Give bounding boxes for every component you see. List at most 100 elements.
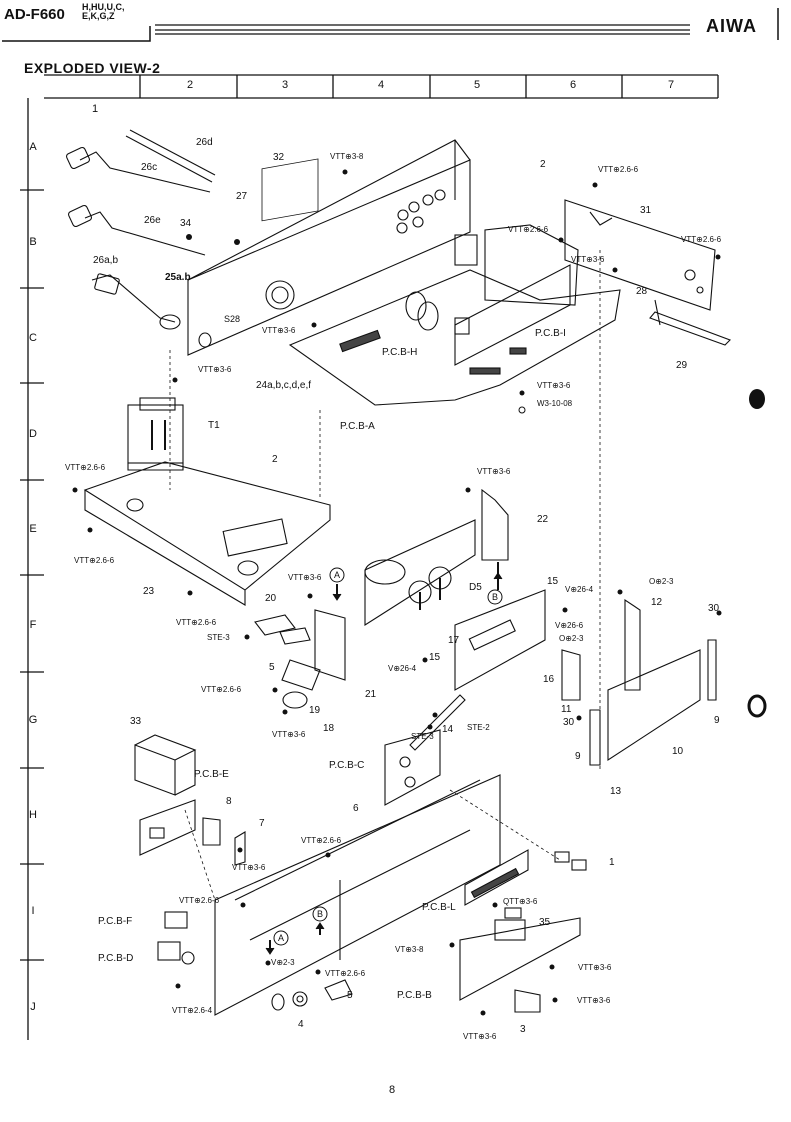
label-vtt36-c: VTT⊕3-6 <box>198 365 232 374</box>
label-5a: 5 <box>269 662 275 673</box>
label-26ab: 26a,b <box>93 255 118 266</box>
label-pcb-h: P.C.B-H <box>382 347 417 358</box>
cover-33 <box>134 734 197 796</box>
label-vtt26-6-g: VTT⊕2.6-6 <box>301 836 342 845</box>
pcb-e-board <box>139 799 196 856</box>
label-pcb-f: P.C.B-F <box>98 916 132 927</box>
label-vtt26-6-b: VTT⊕2.6-6 <box>681 235 722 244</box>
label-vtt26-6-top: VTT⊕2.6-6 <box>598 165 639 174</box>
brand-logo: AIWA <box>706 16 757 36</box>
label-23: 23 <box>143 586 155 597</box>
label-30a: 30 <box>708 603 720 614</box>
label-vtt26-6-a: VTT⊕2.6-6 <box>508 225 549 234</box>
label-31: 31 <box>640 205 652 216</box>
label-15a: 15 <box>547 576 559 587</box>
callout-a-upper: A <box>334 570 340 580</box>
grid-frame <box>20 74 719 1040</box>
label-32: 32 <box>273 152 285 163</box>
arm-29 <box>649 299 731 346</box>
label-5b: 5 <box>347 990 353 1001</box>
variants-line-2: E,K,G,Z <box>82 11 115 21</box>
col-label-7: 7 <box>668 79 674 91</box>
label-11: 11 <box>561 704 572 715</box>
label-vtt36-g: VTT⊕3-6 <box>272 730 306 739</box>
label-8: 8 <box>226 796 232 807</box>
label-9b: 9 <box>575 751 581 762</box>
clip-5 <box>324 979 353 1001</box>
label-19: 19 <box>309 705 321 716</box>
label-2-mid: 2 <box>272 454 278 465</box>
label-vtt36-i: VTT⊕3-6 <box>578 963 612 972</box>
row-label-e: E <box>29 523 36 535</box>
pcb-l-board <box>464 849 529 906</box>
page-title: EXPLODED VIEW-2 <box>24 60 161 76</box>
bracket-12 <box>624 598 641 691</box>
row-label-b: B <box>29 236 36 248</box>
label-vtt36-b: VTT⊕3-6 <box>262 326 296 335</box>
label-14: 14 <box>442 724 454 735</box>
label-vt38: VT⊕3-8 <box>395 945 424 954</box>
label-vtt26-6-h: VTT⊕2.6-6 <box>179 896 220 905</box>
bottom-chassis <box>83 461 331 606</box>
label-21: 21 <box>365 689 377 700</box>
pcb-a-board <box>288 269 621 406</box>
knob-3 <box>514 989 541 1013</box>
parts-drawing <box>65 129 731 1016</box>
label-d5: D5 <box>469 582 482 593</box>
label-o2-3c: V⊕2-3 <box>271 958 295 967</box>
col-label-5: 5 <box>474 79 480 91</box>
label-33: 33 <box>130 716 142 727</box>
transformer-t1 <box>127 397 184 471</box>
washer-4 <box>292 991 308 1007</box>
label-o2-3b: O⊕2-3 <box>559 634 584 643</box>
label-15b: 15 <box>429 652 441 663</box>
label-29: 29 <box>676 360 688 371</box>
label-25ab: 25a.b <box>165 272 191 283</box>
mechanism-assembly <box>364 519 476 627</box>
label-3: 3 <box>520 1024 526 1035</box>
rear-panel <box>187 139 478 356</box>
label-pcb-d: P.C.B-D <box>98 953 133 964</box>
assembly-guides <box>169 250 601 901</box>
row-label-f: F <box>30 619 37 631</box>
label-10: 10 <box>672 746 684 757</box>
label-12: 12 <box>651 597 663 608</box>
callouts <box>265 567 503 955</box>
label-18: 18 <box>323 723 335 734</box>
label-vtt26-6-f: VTT⊕2.6-6 <box>201 685 242 694</box>
screws <box>72 169 722 1016</box>
label-vtt36-k: VTT⊕3-6 <box>463 1032 497 1041</box>
label-pcb-c: P.C.B-C <box>329 760 364 771</box>
label-vtt36-e: VTT⊕3-6 <box>477 467 511 476</box>
label-ste2: STE-2 <box>467 723 490 732</box>
part-labels: 26d 26c 26e 26a,b 25a.b 34 27 32 S28 VTT… <box>65 137 722 1041</box>
col-label-3: 3 <box>282 79 288 91</box>
variants-line-1: H,HU,U,C, <box>82 2 125 12</box>
label-9a: 9 <box>714 715 720 726</box>
grid-row-labels: A B C D E F G H I J <box>29 141 38 1013</box>
label-vtt36-j: VTT⊕3-6 <box>577 996 611 1005</box>
pcb-i-board <box>484 224 579 306</box>
row-label-g: G <box>29 714 38 726</box>
label-vtt26-4: VTT⊕2.6-4 <box>172 1006 213 1015</box>
label-pcb-a: P.C.B-A <box>340 421 375 432</box>
row-label-c: C <box>29 332 37 344</box>
label-7: 7 <box>259 818 265 829</box>
label-27: 27 <box>236 191 248 202</box>
label-v26-4a: V⊕26-4 <box>565 585 594 594</box>
label-o2-3a: O⊕2-3 <box>649 577 674 586</box>
label-vtt38-top: VTT⊕3-8 <box>330 152 364 161</box>
lever-14 <box>409 694 466 751</box>
frame-17 <box>454 589 546 691</box>
part-35 <box>504 907 522 919</box>
label-pcb-e: P.C.B-E <box>194 769 229 780</box>
side-bracket <box>564 199 716 311</box>
row-label-j: J <box>30 1001 36 1013</box>
label-vtt36-d: VTT⊕3-6 <box>537 381 571 390</box>
label-vtt36-a: VTT⊕3-6 <box>571 255 605 264</box>
model-number: AD-F660 <box>4 6 65 23</box>
callout-b-upper: B <box>492 592 498 602</box>
label-ste3a: STE-3 <box>207 633 230 642</box>
label-22: 22 <box>537 514 549 525</box>
label-6: 6 <box>353 803 359 814</box>
